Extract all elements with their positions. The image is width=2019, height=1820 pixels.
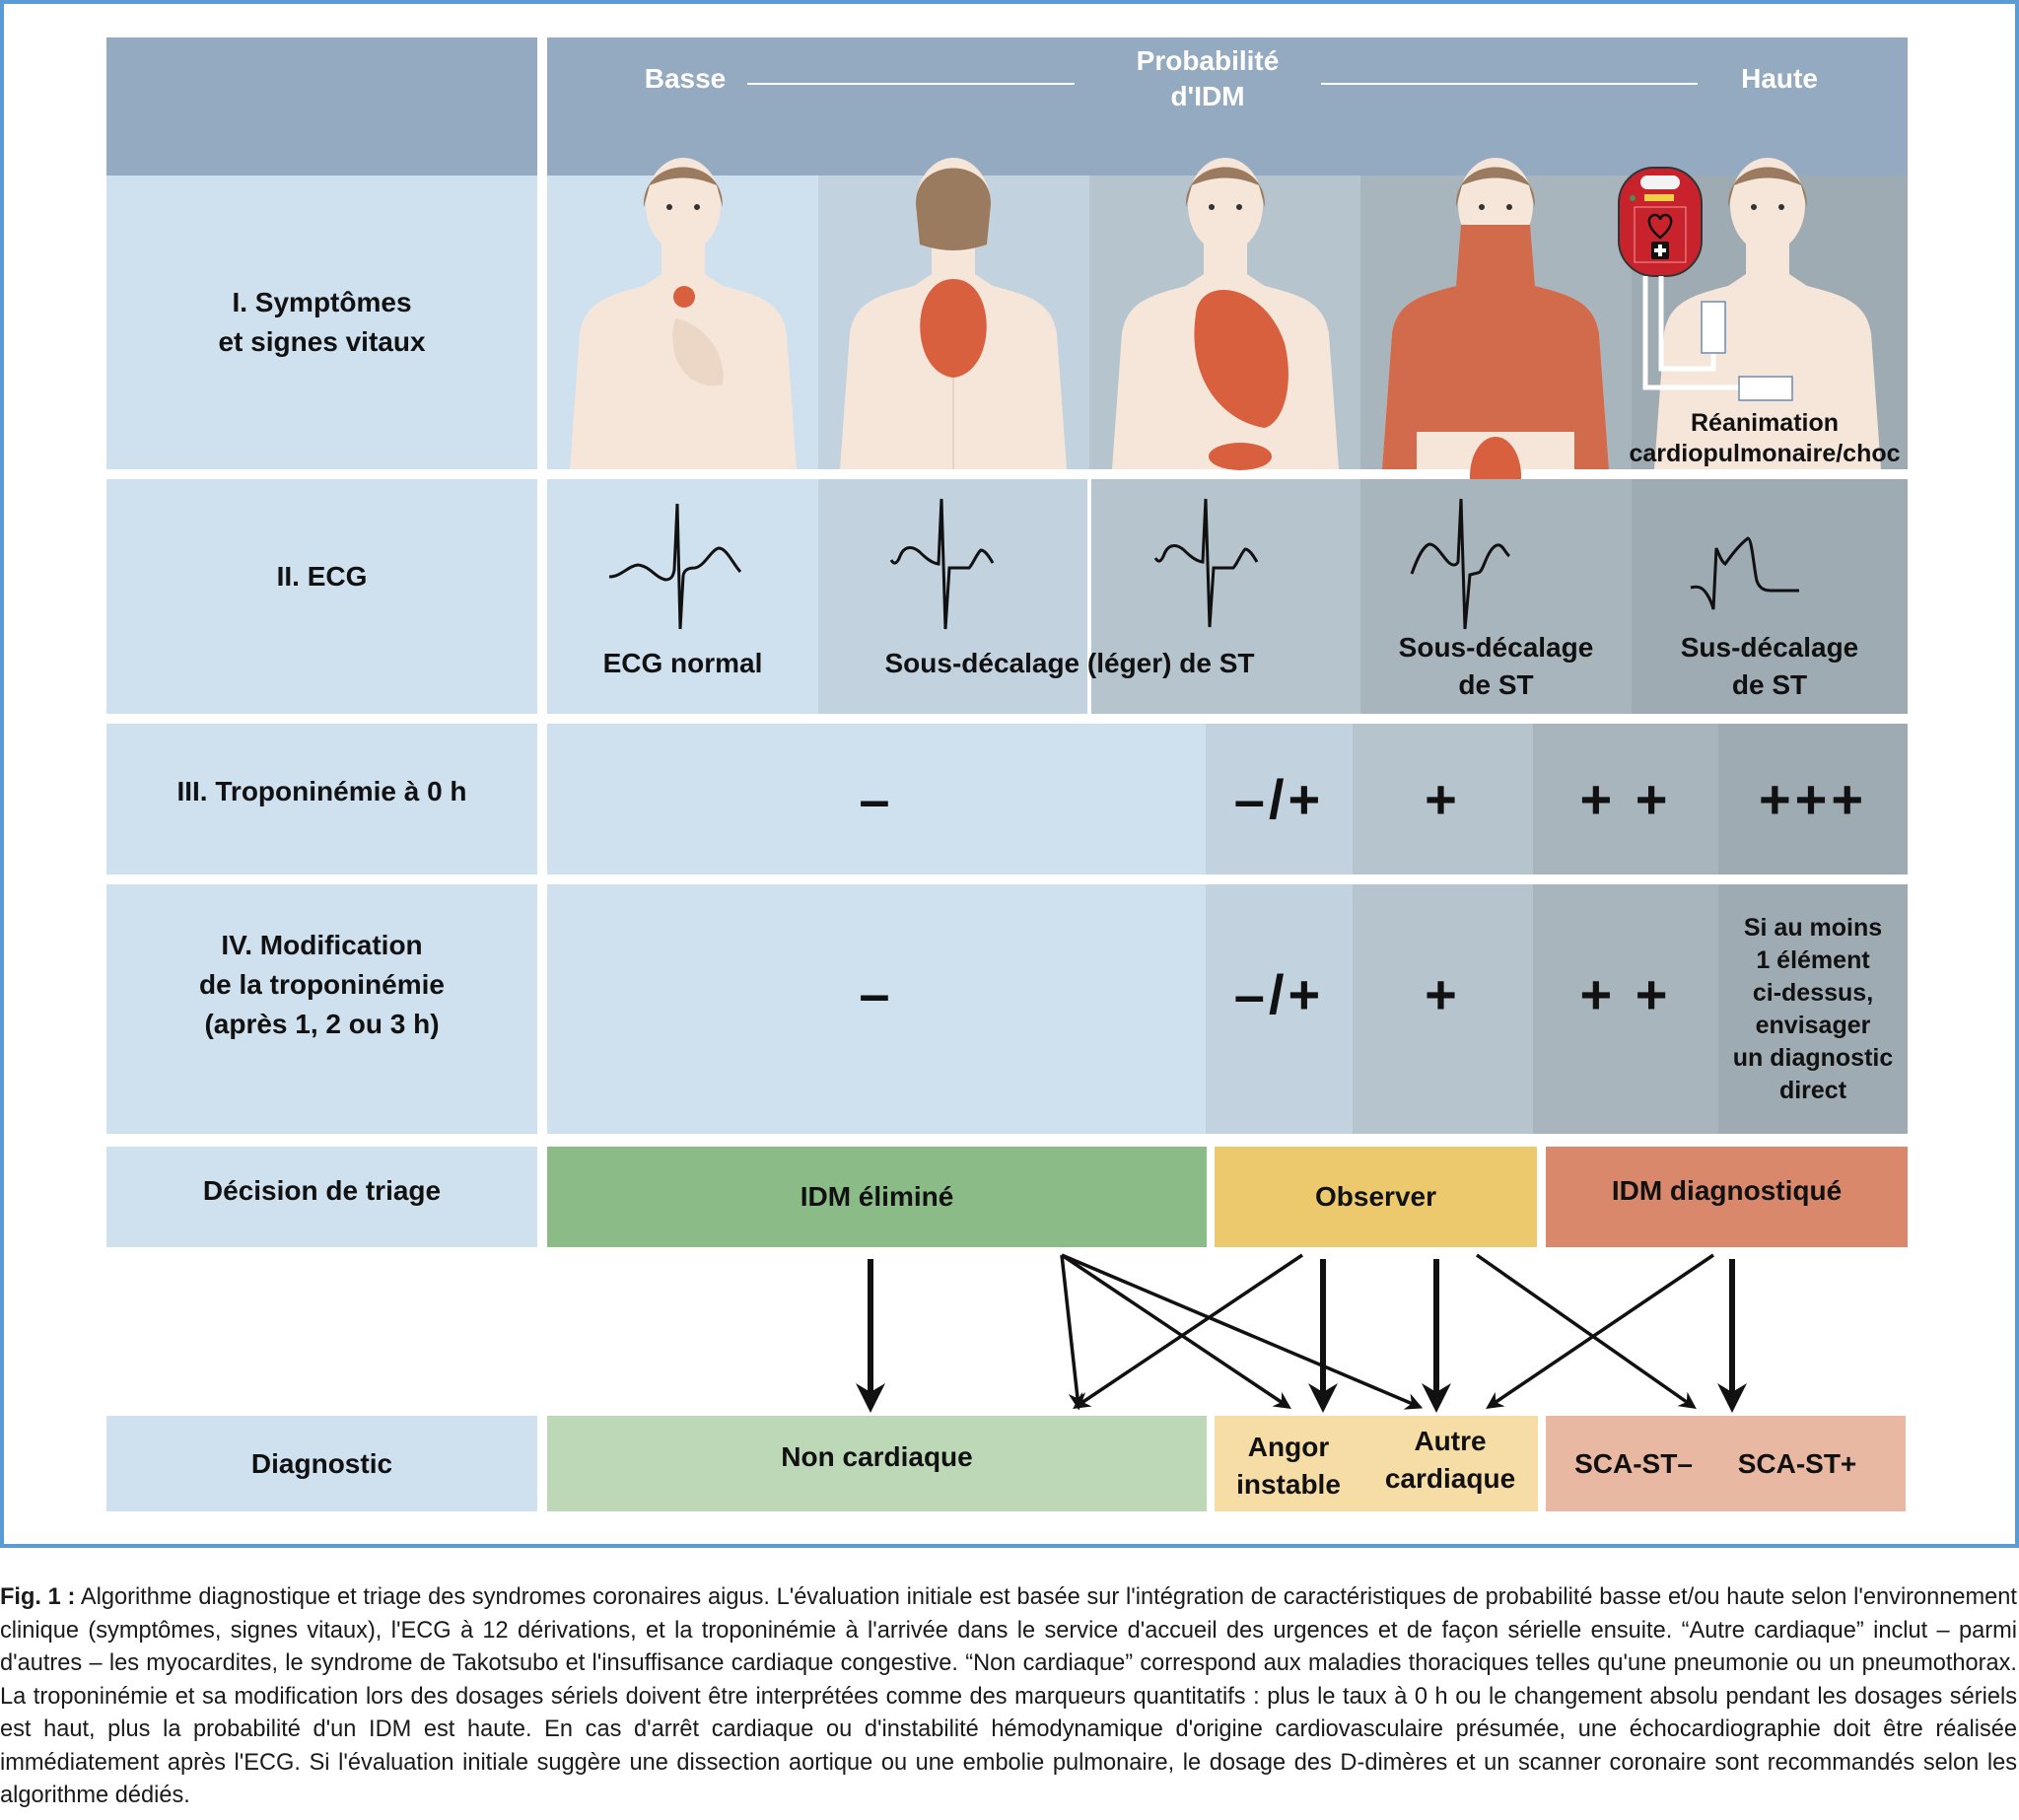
probability-high-label: Haute — [1741, 63, 1818, 94]
symptoms-illustration — [547, 158, 1908, 516]
probability-line-right — [1321, 83, 1698, 85]
ecg-trace-mild-st-depression — [889, 498, 995, 630]
flow-arrows — [856, 1253, 1747, 1413]
header-label-cell — [106, 37, 537, 175]
troponin-change-panel: – –/+ + + + Si au moins 1 élément ci-des… — [547, 884, 1908, 1134]
ecg-caption-st-depression: Sous-décalage de ST — [1398, 632, 1594, 700]
diagnosis-unstable-angina: Angor instable — [1236, 1432, 1341, 1500]
probability-line-left — [747, 83, 1075, 85]
flow-arrow — [1073, 1253, 1303, 1409]
caption-text: Algorithme diagnostique et triage des sy… — [0, 1584, 2017, 1808]
decision-mi-diagnosed: IDM diagnostiqué — [1546, 1147, 1908, 1247]
person-figure-front — [1382, 158, 1609, 516]
probability-header: Basse Probabilité d'IDM Haute — [547, 37, 1908, 175]
flow-arrow — [1061, 1253, 1424, 1410]
person-figure-front — [1112, 158, 1339, 470]
row-label-symptoms: I. Symptômes et signes vitaux — [106, 175, 537, 469]
ecg-trace-st-elevation — [1690, 536, 1799, 610]
ecg-caption-st-elevation: Sus-décalage de ST — [1680, 632, 1859, 700]
probability-low-label: Basse — [644, 63, 727, 94]
troponin-0h-panel: – –/+ + + + +++ — [547, 724, 1908, 875]
electrode-pad-icon — [1738, 376, 1793, 401]
diagnosis-other-cardiac: Autre cardiaque — [1384, 1426, 1516, 1494]
electrode-pad-icon — [1701, 301, 1726, 354]
flow-arrow — [1060, 1254, 1086, 1411]
row-label-ecg: II. ECG — [106, 479, 537, 714]
troponin-0h-value: + — [1353, 724, 1533, 875]
troponin-0h-value: +++ — [1718, 724, 1908, 875]
pain-area — [1194, 290, 1288, 428]
ecg-divider — [1087, 479, 1091, 714]
cpr-label: Réanimation cardiopulmonaire/choc — [1629, 409, 1901, 467]
figure-caption: Fig. 1 : Algorithme diagnostique et tria… — [0, 1581, 2017, 1813]
troponin-0h-value: – — [547, 724, 1206, 875]
troponin-0h-value: –/+ — [1206, 724, 1353, 875]
troponin-change-value: –/+ — [1206, 884, 1353, 1134]
ecg-shade-2 — [818, 479, 1087, 714]
ecg-shade-3 — [1091, 479, 1360, 714]
decision-mi-ruled-out: IDM éliminé — [547, 1147, 1207, 1247]
row-label-troponin-0h: III. Troponinémie à 0 h — [106, 724, 537, 875]
flow-arrow — [1486, 1253, 1714, 1409]
probability-title: Probabilité d'IDM — [1136, 45, 1280, 111]
flow-arrow — [1061, 1253, 1291, 1409]
ecg-traces — [608, 498, 1799, 630]
diagnosis-observe-group: Angor instable Autre cardiaque — [1215, 1416, 1538, 1511]
ecg-caption-normal: ECG normal — [602, 648, 763, 678]
ecg-trace-normal — [608, 503, 742, 630]
pain-area — [1209, 443, 1272, 470]
pain-area — [673, 286, 695, 308]
ecg-shade-4 — [1360, 479, 1632, 714]
diagnosis-nstemi: SCA-ST– — [1574, 1447, 1693, 1479]
troponin-change-value: + + — [1533, 884, 1718, 1134]
ecg-panel: ECG normal Sous-décalage (léger) de ST S… — [547, 479, 1908, 714]
person-figure-back — [840, 158, 1067, 469]
ecg-shade-5 — [1632, 479, 1908, 714]
pain-area — [1382, 225, 1609, 469]
ecg-trace-st-depression — [1410, 498, 1511, 630]
ecg-caption-mild-st-depression: Sous-décalage (léger) de ST — [884, 648, 1255, 678]
row-label-triage: Décision de triage — [106, 1147, 537, 1247]
troponin-change-value: + — [1353, 884, 1533, 1134]
direct-diagnosis-note: Si au moins 1 élément ci-dessus, envisag… — [1718, 884, 1908, 1134]
row-label-troponin-change: IV. Modification de la troponinémie (apr… — [106, 884, 537, 1134]
defibrillator-icon — [1618, 167, 1793, 401]
decision-observe: Observer — [1215, 1147, 1537, 1247]
caption-label: Fig. 1 : — [0, 1584, 76, 1610]
person-figure-front — [570, 158, 797, 469]
pain-area — [920, 279, 987, 378]
heart-icon — [1647, 213, 1673, 240]
symptoms-panel: Réanimation cardiopulmonaire/choc — [547, 158, 1908, 516]
flow-arrow — [1475, 1253, 1697, 1410]
diagnosis-stemi: SCA-ST+ — [1737, 1447, 1857, 1479]
troponin-change-shade-fill — [547, 1101, 1206, 1134]
troponin-change-value: – — [547, 884, 1206, 1101]
diagnosis-mi-group: SCA-ST– SCA-ST+ — [1546, 1416, 1906, 1511]
troponin-0h-value: + + — [1533, 724, 1718, 875]
diagnosis-non-cardiac: Non cardiaque — [547, 1416, 1207, 1511]
ecg-trace-mild-st-depression — [1153, 498, 1259, 628]
row-label-diagnosis: Diagnostic — [106, 1416, 537, 1511]
